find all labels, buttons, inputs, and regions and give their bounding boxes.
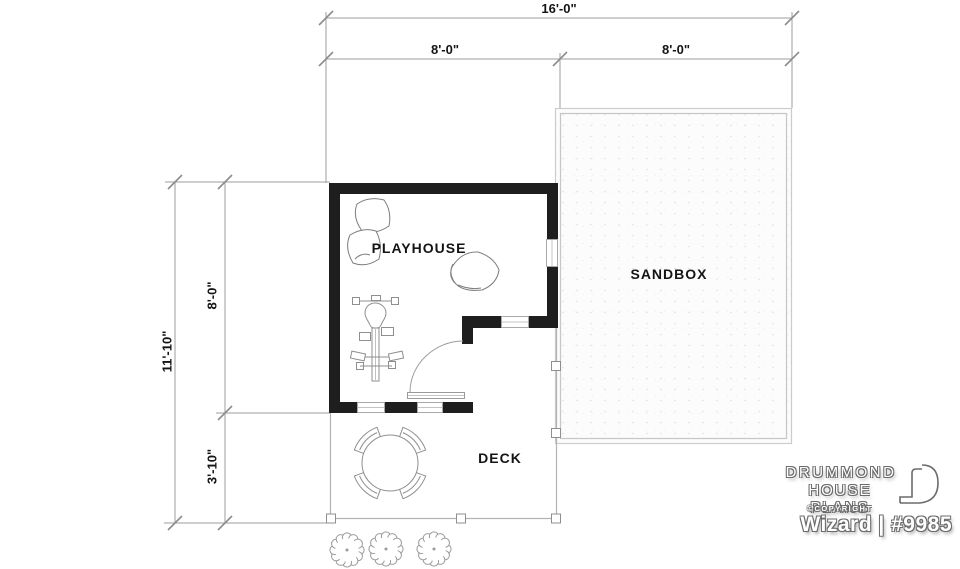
bushes bbox=[329, 531, 452, 568]
wall-notch-stub bbox=[462, 316, 473, 344]
window bbox=[546, 239, 558, 267]
dimension-side-upper: 8'-0" bbox=[204, 281, 220, 310]
room-label-playhouse: PLAYHOUSE bbox=[371, 240, 467, 256]
deck-posts bbox=[326, 361, 561, 524]
dimension-top-left: 8'-0" bbox=[430, 42, 460, 57]
dimension-lines bbox=[164, 12, 793, 524]
drummond-logo-mark bbox=[899, 464, 939, 504]
playhouse-windows bbox=[357, 239, 558, 413]
deck-post bbox=[551, 361, 561, 371]
pillows bbox=[347, 198, 500, 291]
window bbox=[417, 402, 443, 413]
window bbox=[501, 316, 529, 328]
dimension-tick-marks bbox=[167, 10, 800, 531]
deck-post bbox=[551, 428, 561, 438]
round-table bbox=[361, 434, 419, 492]
room-label-sandbox: SANDBOX bbox=[630, 266, 708, 282]
pillow bbox=[354, 198, 391, 233]
deck-post bbox=[456, 513, 466, 524]
wall-top bbox=[329, 183, 558, 194]
wall-bottom bbox=[329, 402, 473, 413]
dimension-top-right: 8'-0" bbox=[661, 42, 691, 57]
play-gym-toy bbox=[349, 295, 405, 382]
brand-name-line1: DRUMMOND bbox=[785, 464, 897, 481]
deck-post bbox=[551, 513, 561, 524]
dimension-side-total: 11'-10" bbox=[159, 330, 175, 373]
bush bbox=[329, 532, 365, 568]
room-label-deck: DECK bbox=[478, 450, 522, 466]
window bbox=[357, 402, 385, 413]
bush bbox=[416, 531, 452, 567]
pillow bbox=[347, 229, 381, 266]
door-symbol bbox=[407, 340, 465, 399]
wall-left bbox=[329, 183, 340, 413]
deck-post bbox=[326, 513, 336, 524]
deck-dining-set bbox=[353, 426, 427, 500]
dimension-top-total: 16'-0" bbox=[541, 1, 577, 16]
dimension-side-lower: 3'-10" bbox=[204, 448, 220, 485]
plan-id-text: Wizard | #9985 bbox=[800, 513, 952, 536]
door-swing-arc bbox=[409, 340, 464, 393]
brand-name-line2: HOUSE PLANS bbox=[808, 482, 872, 516]
brand-copyright: ©COPYRIGHT bbox=[807, 504, 873, 513]
bush bbox=[368, 531, 404, 567]
pillow bbox=[450, 251, 500, 291]
sandbox-sand-texture bbox=[556, 109, 792, 443]
deck-outline bbox=[329, 328, 558, 520]
